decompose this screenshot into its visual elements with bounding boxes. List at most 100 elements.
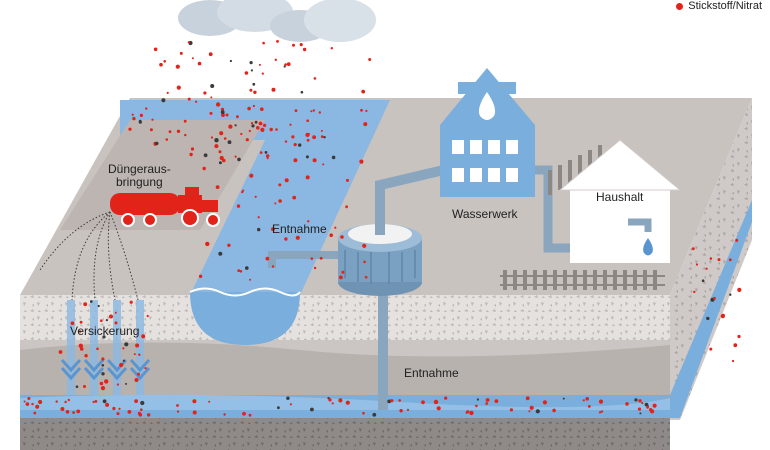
legend: Stickstoff/Nitrat	[676, 0, 762, 12]
nitrate-dot	[218, 150, 222, 154]
nitrate-dot	[598, 399, 604, 404]
nitrate-dot	[361, 89, 366, 94]
nitrate-dot	[266, 154, 270, 158]
aquifer-wave	[20, 394, 670, 410]
nitrate-dot	[525, 396, 530, 401]
nitrate-dot	[276, 40, 279, 43]
nitrate-dot	[263, 123, 267, 127]
nitrate-dot	[140, 408, 143, 412]
nitrate-dot	[90, 300, 93, 303]
nitrate-dot	[271, 227, 275, 232]
nitrate-dot	[187, 97, 191, 101]
nitrate-dot	[100, 319, 103, 323]
legend-label-nitrate: Stickstoff/Nitrat	[688, 0, 762, 12]
nitrate-dot	[284, 140, 288, 143]
nitrate-dot	[78, 343, 84, 348]
nitrate-dot	[368, 58, 372, 61]
nitrate-dot	[372, 412, 377, 417]
nitrate-dot	[58, 350, 63, 354]
nitrate-dot	[731, 359, 735, 363]
nitrate-dot	[203, 204, 207, 208]
nitrate-dot	[175, 64, 180, 69]
cloud-icon	[178, 0, 376, 42]
nitrate-dot	[693, 290, 696, 294]
nitrate-dot	[444, 396, 448, 400]
nitrate-dot	[138, 119, 142, 123]
well-extraction-label: Entnahme	[404, 366, 459, 380]
nitrate-dot	[252, 104, 255, 108]
nitrate-dot	[79, 347, 84, 351]
nitrate-dot	[436, 406, 441, 411]
waterworks-building-icon	[440, 68, 535, 197]
nitrate-dot	[79, 320, 83, 324]
nitrate-dot	[127, 410, 132, 414]
fence	[500, 145, 665, 290]
nitrate-dot	[229, 59, 232, 63]
nitrate-dot	[735, 238, 739, 242]
seepage-label: Versickerung	[70, 324, 140, 338]
nitrate-dot	[328, 398, 332, 402]
nitrate-dot	[116, 383, 119, 386]
nitrate-dot	[329, 233, 334, 237]
nitrate-dot	[485, 398, 490, 402]
nitrate-dot	[292, 195, 297, 200]
nitrate-dot	[176, 404, 179, 407]
nitrate-dot	[320, 135, 324, 139]
nitrate-dot	[362, 243, 367, 248]
nitrate-dot	[733, 343, 738, 348]
nitrate-dot	[257, 227, 261, 232]
nitrate-dot	[475, 404, 478, 408]
nitrate-dot	[101, 364, 105, 367]
nitrate-dot	[64, 400, 67, 404]
nitrate-dot	[237, 269, 241, 272]
nitrate-dot	[131, 113, 134, 116]
nitrate-dot	[691, 247, 695, 251]
nitrate-dot	[298, 143, 302, 147]
nitrate-dot	[259, 151, 263, 154]
nitrate-dot	[292, 43, 295, 47]
nitrate-dot	[271, 87, 276, 92]
nitrate-dot	[92, 400, 95, 404]
nitrate-dot	[265, 256, 270, 261]
nitrate-dot	[284, 63, 287, 66]
nitrate-dot	[38, 399, 43, 405]
nitrate-dot	[83, 385, 86, 388]
nitrate-dot	[239, 270, 243, 273]
nitrate-dot	[184, 133, 187, 137]
nitrate-dot	[183, 119, 187, 123]
nitrate-dot	[705, 267, 708, 270]
nitrate-dot	[320, 129, 323, 132]
nitrate-dot	[189, 152, 193, 157]
nitrate-dot	[116, 412, 120, 416]
nitrate-dot	[249, 61, 253, 65]
nitrate-dot	[701, 279, 705, 283]
nitrate-dot	[587, 405, 591, 408]
nitrate-dot	[637, 407, 642, 411]
nitrate-dot	[363, 260, 366, 264]
tractor-icon	[110, 187, 220, 227]
nitrate-dot	[236, 204, 241, 208]
nitrate-dot	[421, 400, 425, 405]
nitrate-dot	[161, 98, 166, 103]
nitrate-dot	[101, 372, 105, 376]
nitrate-dot	[706, 316, 710, 321]
nitrate-dot	[67, 398, 71, 402]
nitrate-dot	[251, 124, 255, 128]
nitrate-dot	[124, 342, 129, 347]
nitrate-dot	[277, 406, 280, 410]
nitrate-dot	[140, 400, 145, 406]
nitrate-dot	[641, 402, 644, 405]
nitrate-dot	[241, 191, 244, 194]
nitrate-dot	[254, 195, 257, 198]
nitrate-dot	[295, 235, 300, 240]
nitrate-dot	[250, 69, 253, 72]
nitrate-dot	[313, 266, 317, 270]
nitrate-dot	[240, 132, 243, 136]
nitrate-dot	[728, 258, 732, 262]
nitrate-dot	[145, 107, 148, 110]
nitrate-dot	[94, 400, 98, 403]
nitrate-dot	[227, 140, 232, 145]
nitrate-dot	[433, 399, 439, 405]
side-aquifer	[670, 200, 752, 418]
nitrate-dot	[274, 58, 277, 61]
